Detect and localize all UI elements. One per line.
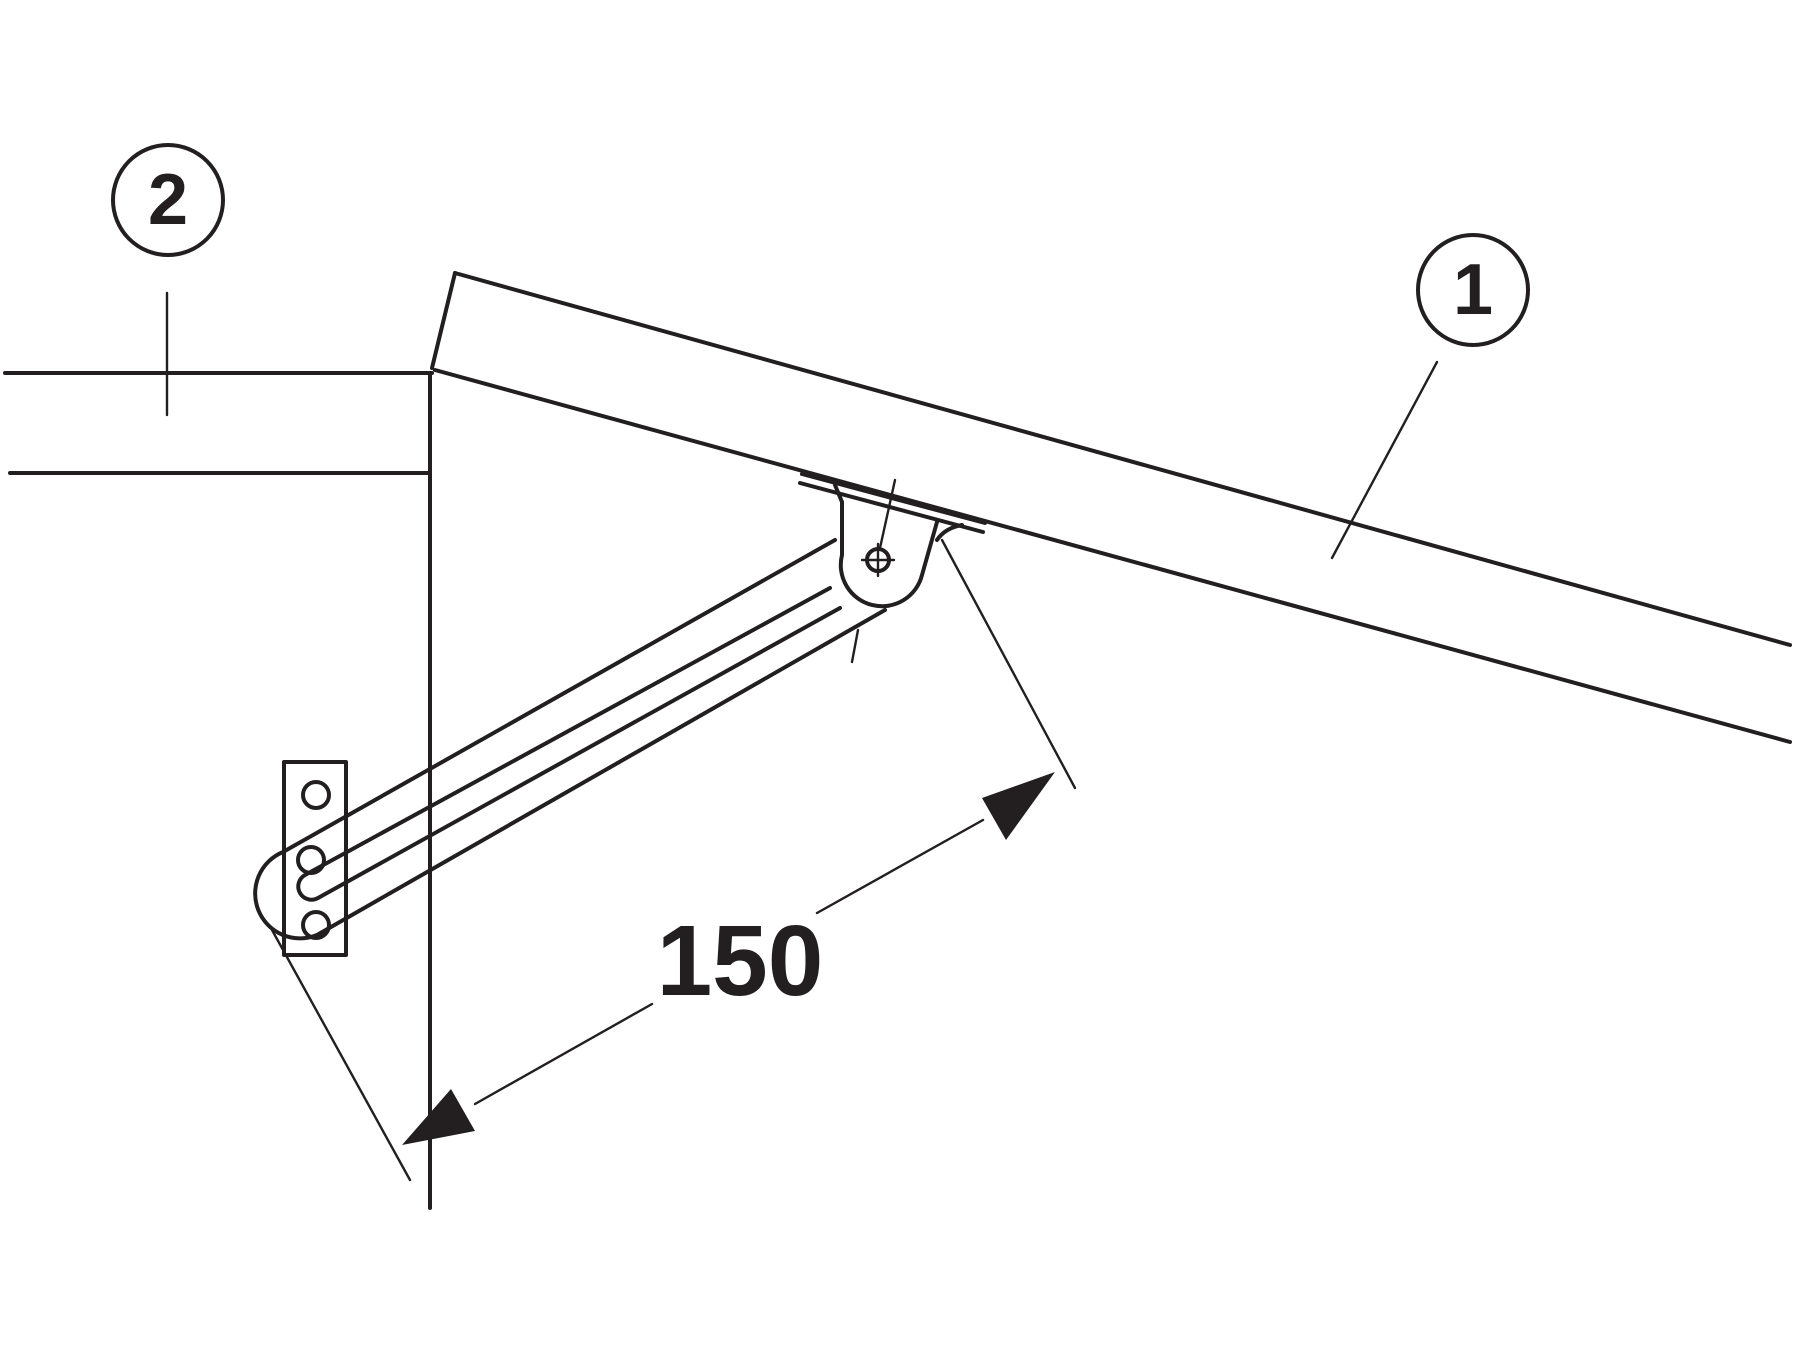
flap-bracket bbox=[798, 472, 987, 664]
callout-cabinet: 2 bbox=[111, 143, 225, 257]
dimension-arrow-right bbox=[982, 772, 1055, 840]
dimension-extension-left bbox=[270, 928, 412, 1182]
dimension-extension-right bbox=[940, 538, 1077, 790]
callout-cabinet-number: 2 bbox=[148, 160, 188, 240]
flap-panel bbox=[430, 271, 1792, 744]
dimension-value: 150 bbox=[657, 905, 824, 1017]
cabinet-mounting-plate bbox=[282, 760, 348, 957]
callout-flap-number: 1 bbox=[1453, 250, 1493, 330]
flap-leader-line bbox=[1330, 360, 1439, 560]
cabinet-body bbox=[3, 371, 434, 1210]
stay-arm bbox=[253, 538, 887, 941]
dimension-arrow-left bbox=[402, 1089, 475, 1145]
dimension-line bbox=[402, 772, 1055, 1145]
callout-flap: 1 bbox=[1416, 233, 1530, 347]
